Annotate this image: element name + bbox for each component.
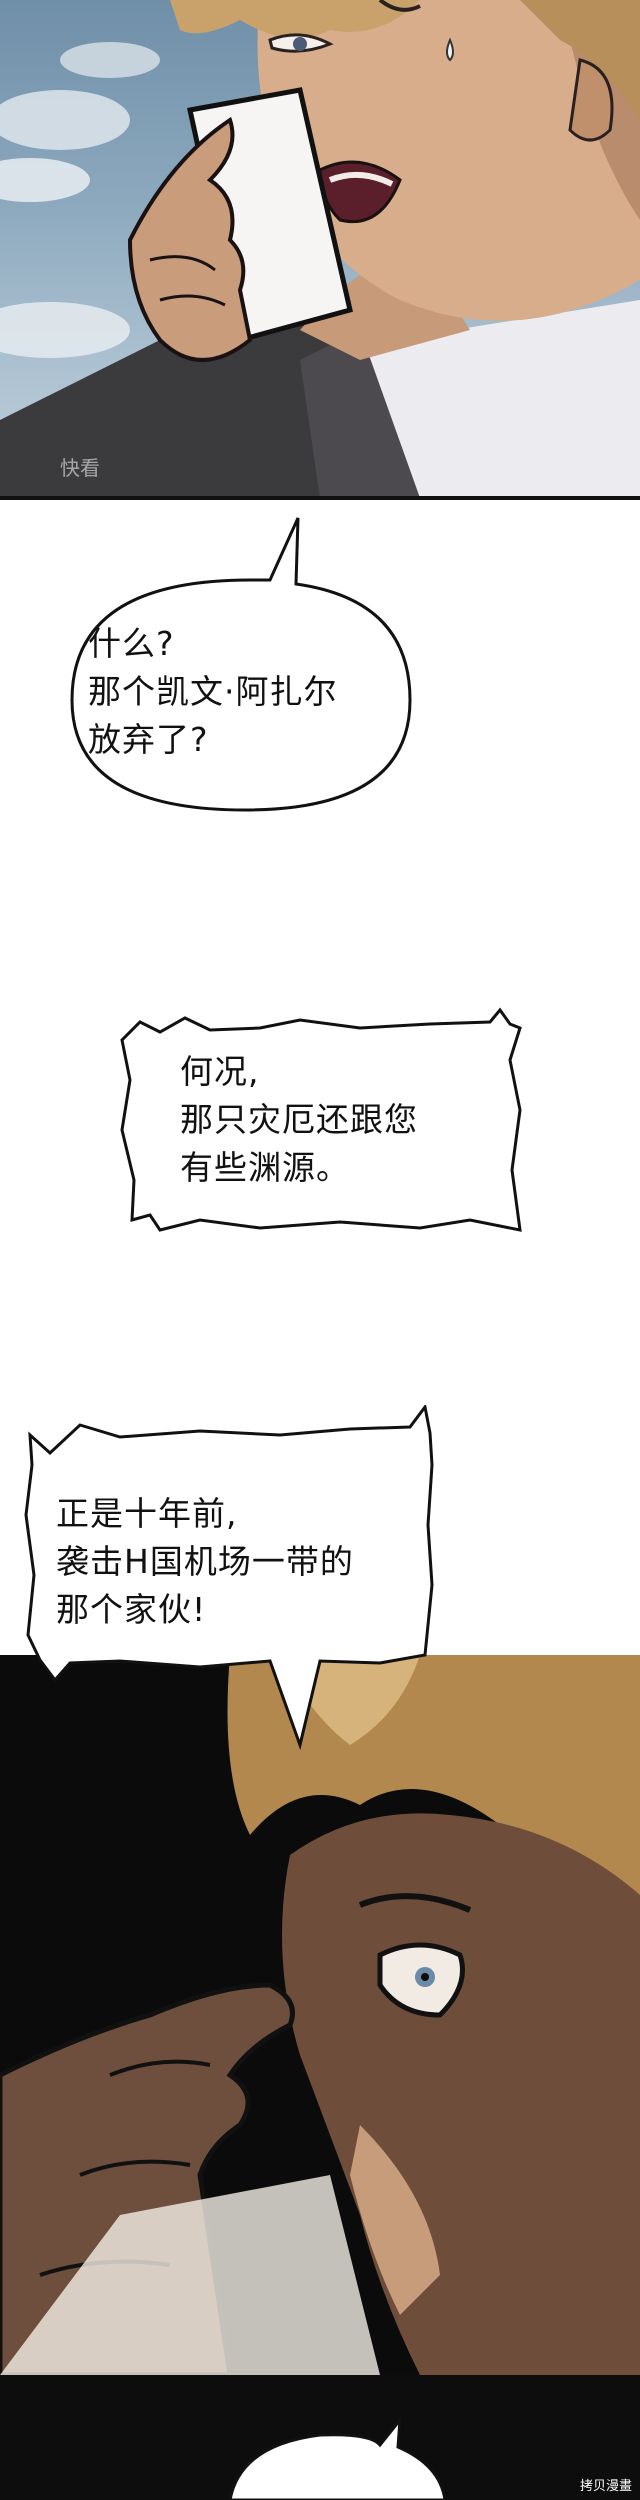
clouds	[0, 42, 190, 420]
bubble-line: 何况,	[180, 1052, 260, 1091]
speech-bubble-3-text: 正是十年前, 袭击H国机场一带的 那个家伙!	[56, 1490, 354, 1634]
partial-speech-bubble	[228, 2415, 447, 2500]
shocked-face-illustration	[0, 1655, 640, 2375]
bubble-line: 袭击H国机场一带的	[56, 1542, 354, 1581]
speech-bubble-1-text: 什么? 那个凯文·阿扎尔 放弃了?	[88, 620, 338, 764]
speech-bubble-2-text: 何况, 那只灾厄还跟您 有些渊源。	[180, 1048, 418, 1192]
bubble-line: 有些渊源。	[180, 1148, 350, 1187]
comic-panel-shocked-face	[0, 1655, 640, 2375]
bubble-line: 那个家伙!	[56, 1590, 207, 1629]
bubble-line: 那只灾厄还跟您	[180, 1100, 418, 1139]
bubble-line: 什么?	[88, 624, 175, 663]
bubble-line: 正是十年前,	[56, 1494, 238, 1533]
panel-border	[0, 496, 640, 500]
speech-bubble-round	[70, 517, 412, 812]
bubble-line: 那个凯文·阿扎尔	[88, 672, 338, 711]
watermark: 快看	[60, 456, 100, 480]
comic-panel-bottom: 拷贝漫畫	[0, 2375, 640, 2500]
phone-call-illustration	[0, 0, 640, 498]
speech-bubble-jagged-tail	[24, 1405, 434, 1751]
bubble-line: 放弃了?	[88, 720, 209, 759]
comic-panel-phone-call: 快看	[0, 0, 640, 498]
speech-bubble-jagged	[120, 1007, 522, 1232]
corner-watermark: 拷贝漫畫	[579, 2479, 632, 2494]
